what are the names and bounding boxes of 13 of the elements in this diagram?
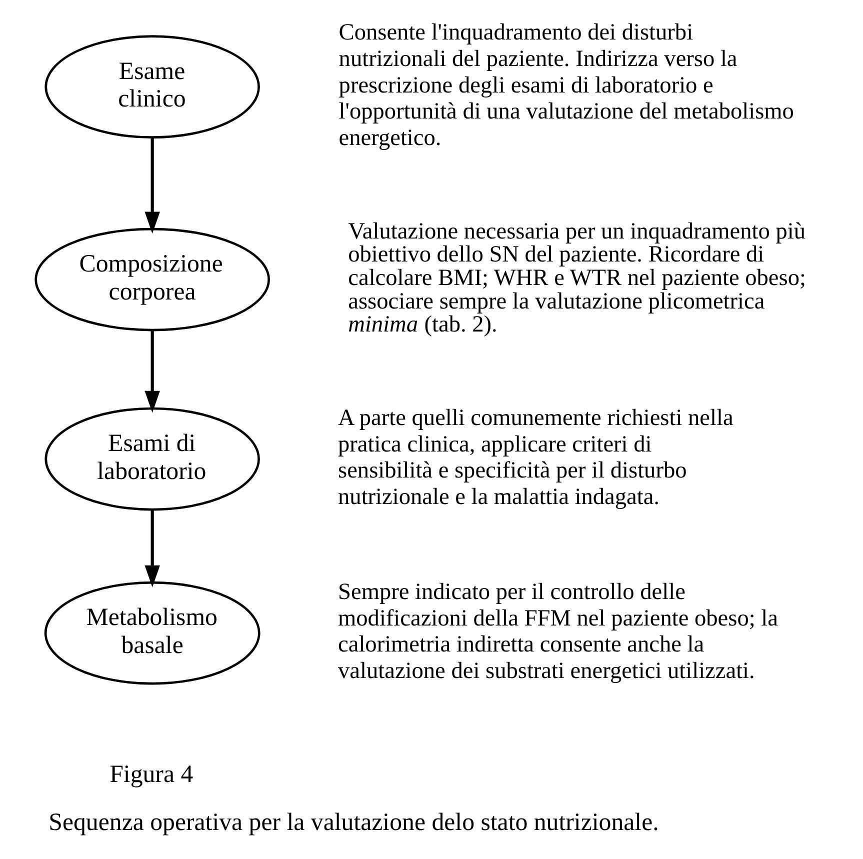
node-label: Valutazione necessaria per un inquadramento più obiettivo dello SN del paziente. Ricordare di calcolare BMI; WHR e WTR nel paziente obeso; associare sempre la valutazione plicometrica minima (tab. 2).	[348, 218, 806, 338]
arrow	[144, 510, 160, 588]
node-ellipse: Metabolismo basale	[44, 581, 260, 685]
node-label: A parte quelli comunemente richiesti nella pratica clinica, applicare criteri di sensibilità e specificità per il disturbo nutrizionale e la malattia indagata.	[338, 404, 734, 510]
node-ellipse: Composizione corporea	[34, 228, 270, 332]
node-label: Sempre indicato per il controllo delle modificazioni della FFM nel paziente obeso; la calorimetria indiretta consente anche la valutazione dei substrati energetici utilizzati.	[338, 578, 778, 684]
caption: Sequenza operativa per la valutazione delo stato nutrizionale.	[48, 809, 659, 836]
node-ellipse: Esami di laboratorio	[44, 407, 260, 511]
arrow	[144, 138, 160, 234]
label: Figura 4	[110, 760, 194, 788]
node-ellipse: Esame clinico	[44, 35, 260, 138]
node-label: Consente l'inquadramento dei disturbi nutrizionali del paziente. Indirizza verso la prescrizione degli esami di laboratorio e l'opportunità di una valutazione del metabolismo energetico.	[338, 19, 794, 152]
arrow	[144, 330, 160, 413]
